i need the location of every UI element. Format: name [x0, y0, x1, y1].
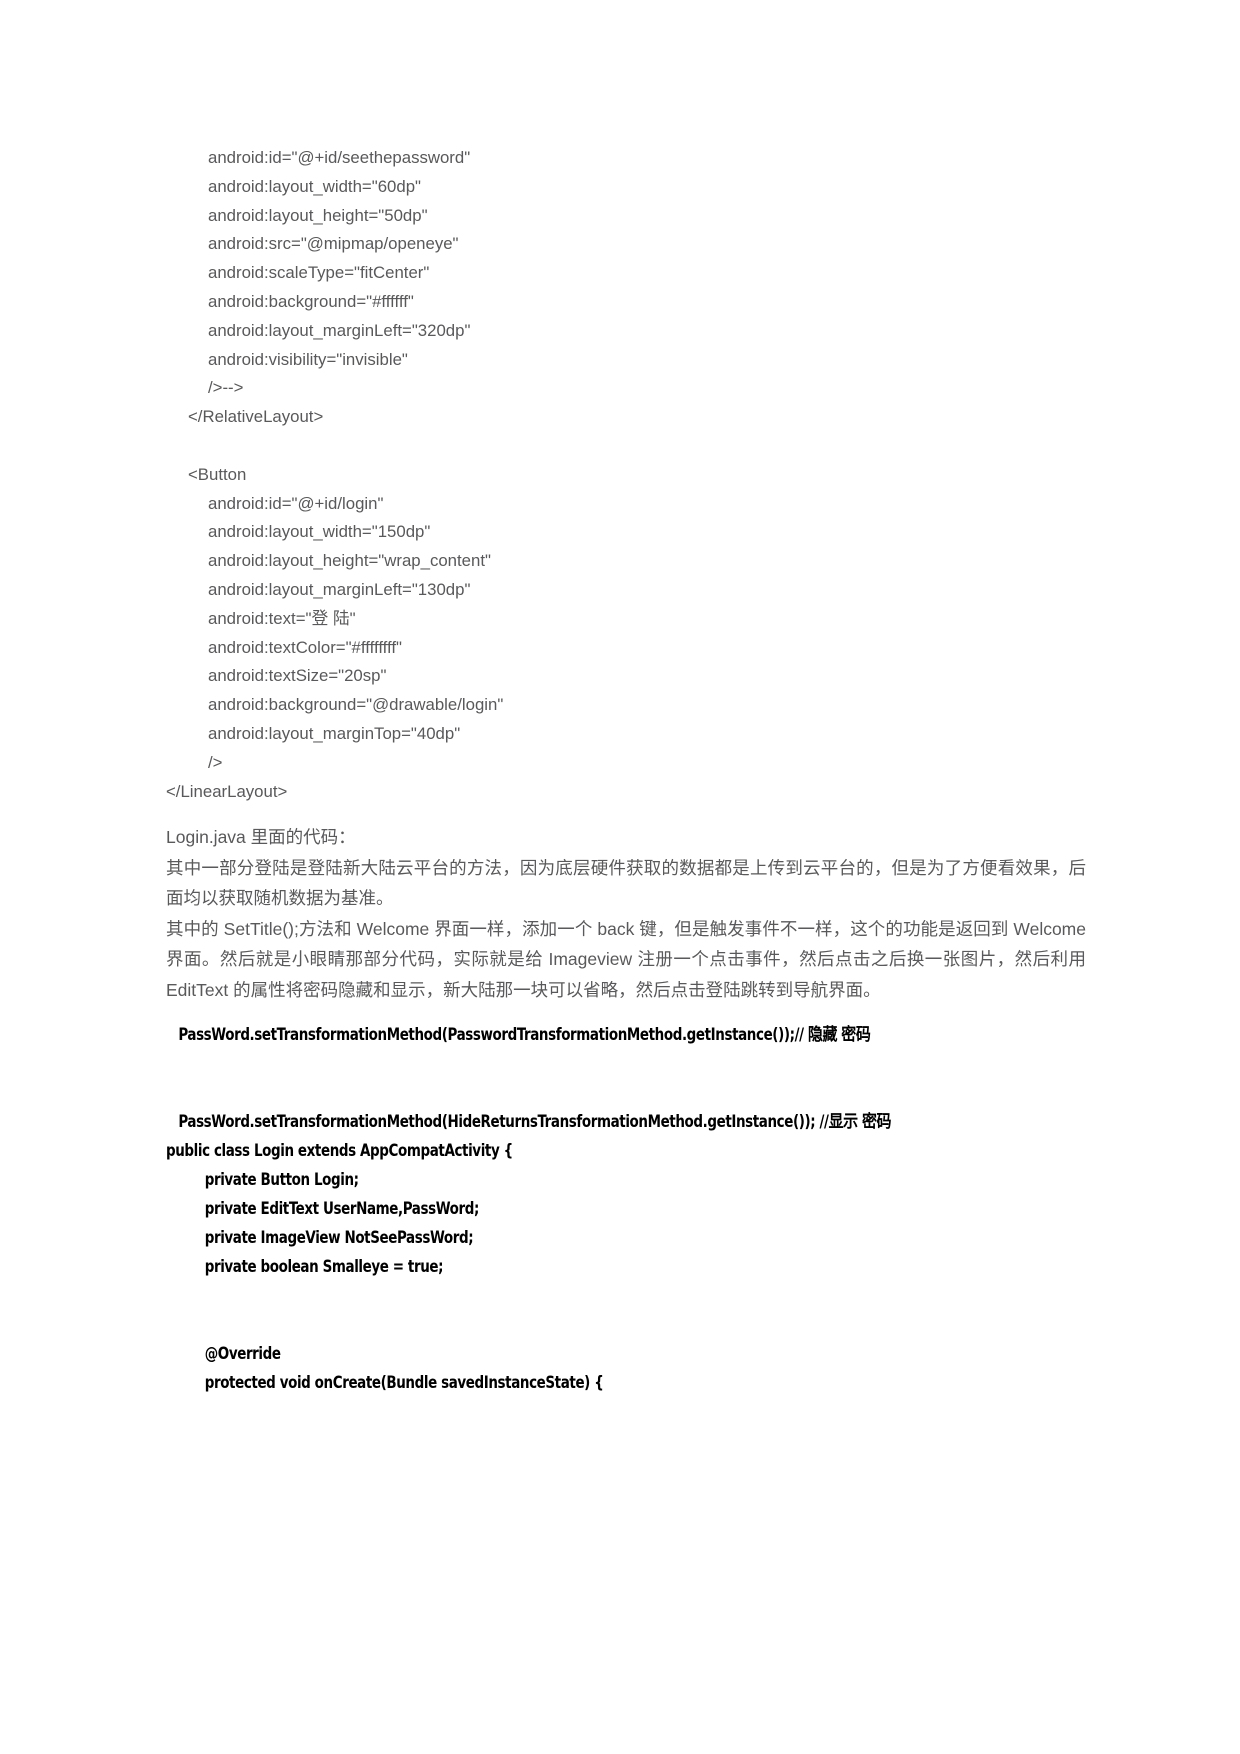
code-line: android:layout_height="wrap_content" [208, 551, 491, 571]
code-line: android:layout_width="150dp" [208, 522, 431, 542]
code-line: @Override [204, 1344, 281, 1365]
prose-heading: Login.java 里面的代码： [166, 827, 356, 848]
code-line-blank [166, 1050, 1081, 1079]
spacer [166, 806, 1086, 822]
code-line: android:textColor="#ffffffff" [208, 637, 403, 657]
code-line: private EditText UserName,PassWord; [204, 1199, 480, 1220]
prose-paragraph-2: 其中的 SetTitle();方法和 Welcome 界面一样，添加一个 bac… [166, 918, 1086, 1000]
code-line: android:scaleType="fitCenter" [208, 263, 430, 283]
code-line: android:background="@drawable/login" [208, 695, 504, 715]
prose-paragraph-1: 其中一部分登陆是登陆新大陆云平台的方法，因为底层硬件获取的数据都是上传到云平台的… [166, 857, 1086, 909]
code-line: />--> [208, 378, 244, 398]
code-line-blank [166, 1079, 1081, 1108]
code-line: </LinearLayout> [166, 781, 288, 801]
code-line: /> [208, 752, 223, 772]
code-line: android:id="@+id/login" [208, 493, 384, 513]
code-line: private ImageView NotSeePassWord; [204, 1228, 474, 1249]
code-line: android:textSize="20sp" [208, 666, 387, 686]
code-line: android:id="@+id/seethepassword" [208, 148, 471, 167]
code-line-blank [166, 1282, 1081, 1311]
code-line: PassWord.setTransformationMethod(Passwor… [178, 1025, 871, 1046]
code-line: android:text="登 陆" [208, 608, 356, 628]
code-line: android:layout_marginLeft="320dp" [208, 320, 471, 340]
java-code-block: PassWord.setTransformationMethod(Passwor… [166, 1021, 1081, 1398]
document-content-column: android:id="@+id/seethepassword" android:… [166, 144, 1086, 1398]
code-line-blank [166, 432, 1086, 461]
code-line: PassWord.setTransformationMethod(HideRet… [178, 1112, 892, 1133]
code-line: android:visibility="invisible" [208, 349, 408, 369]
code-line: protected void onCreate(Bundle savedInst… [204, 1373, 604, 1394]
code-line: android:layout_height="50dp" [208, 205, 428, 225]
code-line: private Button Login; [204, 1170, 359, 1191]
code-line: android:layout_width="60dp" [208, 176, 421, 196]
code-line: public class Login extends AppCompatActi… [166, 1141, 513, 1162]
xml-layout-code-block: android:id="@+id/seethepassword" android:… [166, 144, 1086, 806]
code-line: private boolean Smalleye = true; [204, 1257, 444, 1278]
code-line: <Button [188, 464, 247, 484]
spacer [166, 1005, 1086, 1021]
code-line-blank [166, 1311, 1081, 1340]
prose-section: Login.java 里面的代码： 其中一部分登陆是登陆新大陆云平台的方法，因为… [166, 822, 1086, 1005]
code-line: android:background="#ffffff" [208, 291, 414, 311]
code-line: </RelativeLayout> [188, 407, 324, 427]
code-line: android:src="@mipmap/openeye" [208, 234, 459, 254]
code-line: android:layout_marginLeft="130dp" [208, 579, 471, 599]
code-line: android:layout_marginTop="40dp" [208, 723, 461, 743]
